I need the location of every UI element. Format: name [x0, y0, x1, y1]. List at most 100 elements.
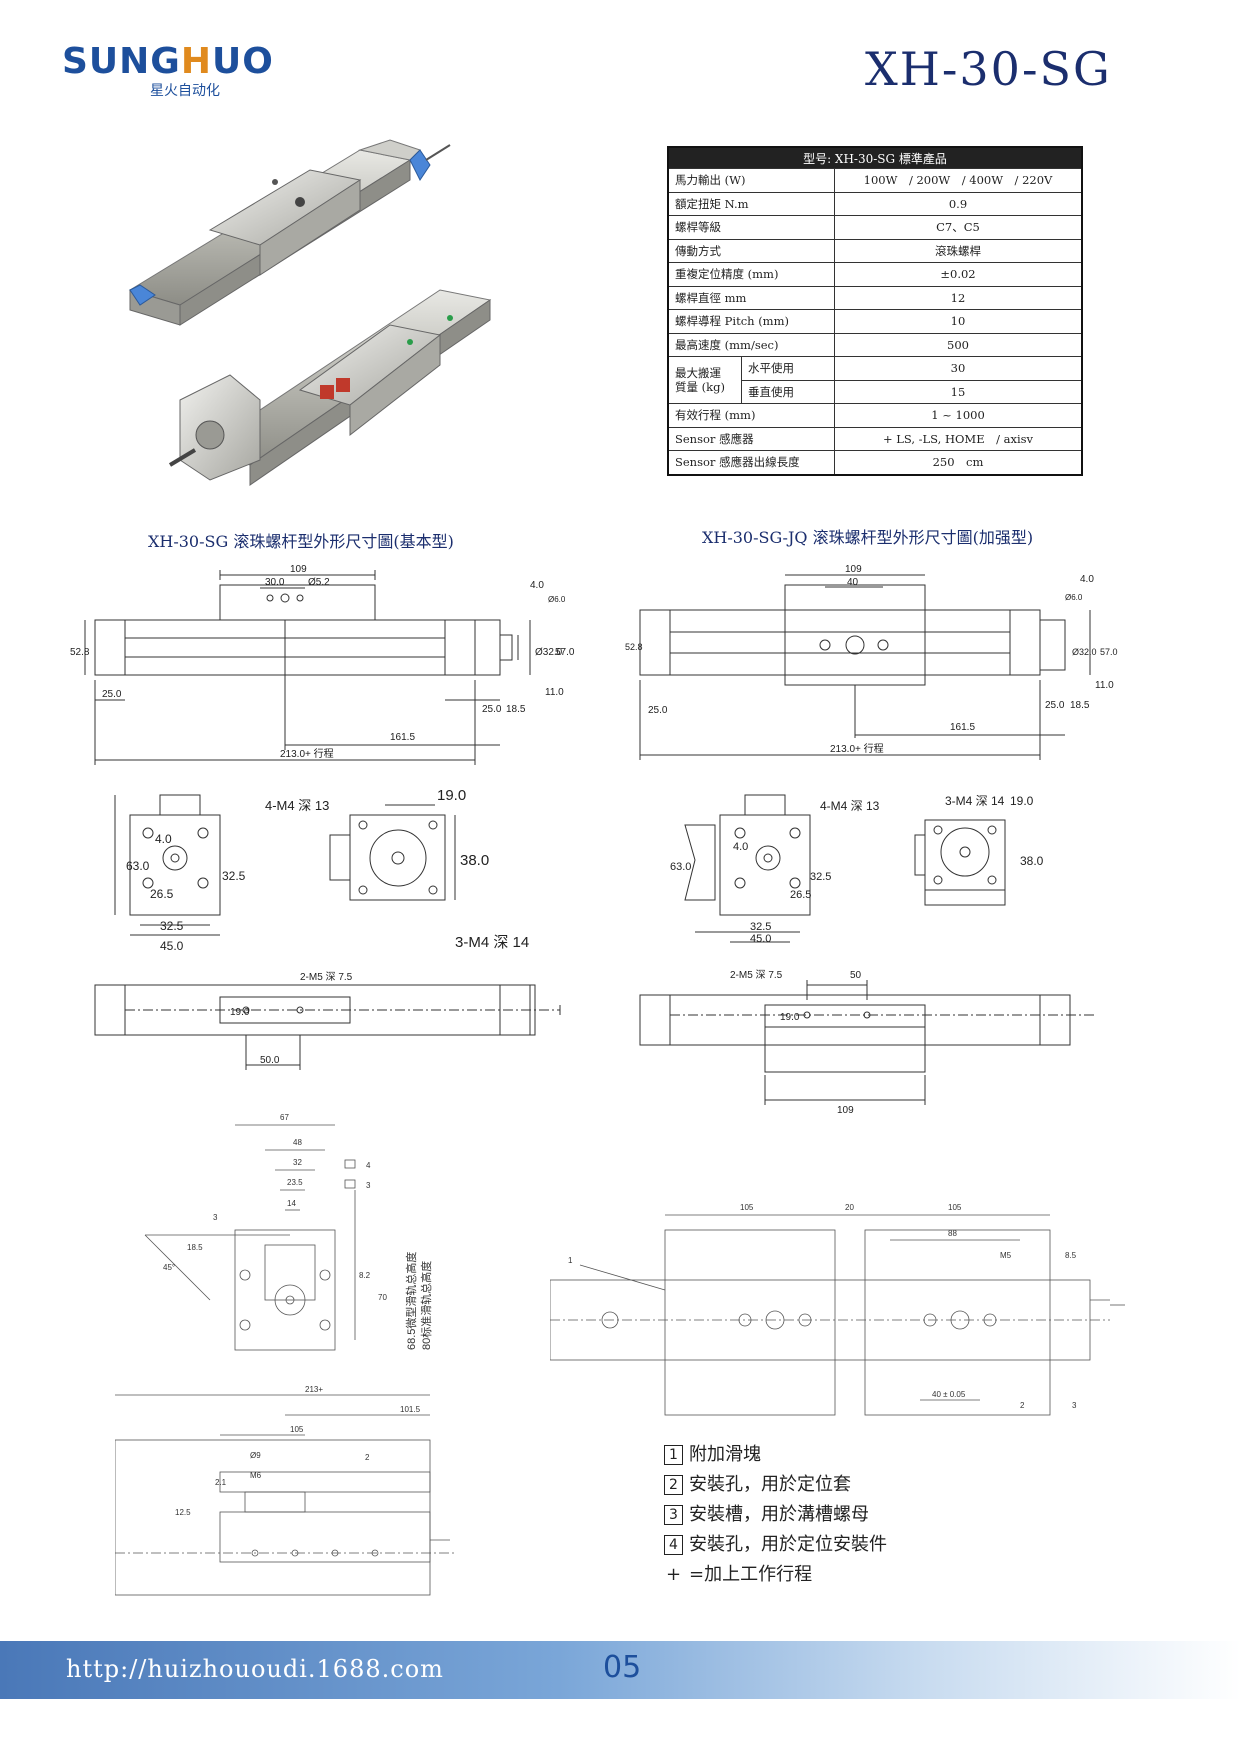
dim-label: 32.5	[160, 919, 184, 933]
dim-label: 3	[366, 1181, 371, 1190]
spec-label: 螺桿直徑 mm	[667, 285, 835, 310]
dim-label: 161.5	[950, 722, 975, 733]
spec-value: 12	[834, 285, 1083, 310]
dim-label: 88	[948, 1229, 957, 1238]
dim-label: 161.5	[390, 732, 415, 743]
dim-label: 50.0	[260, 1055, 280, 1066]
dim-label: 57.0	[1100, 647, 1118, 657]
dim-label: 4.0	[1080, 574, 1094, 585]
model-title: XH-30-SG	[865, 42, 1112, 96]
dim-label: 26.5	[150, 887, 174, 901]
dim-label: 213.0+ 行程	[830, 742, 884, 755]
dim-label: 25.0	[482, 704, 502, 715]
dim-label: 4	[366, 1161, 371, 1170]
dim-label: 213.0+ 行程	[280, 747, 334, 760]
footer-url[interactable]: http://huizhououdi.1688.com	[66, 1655, 444, 1683]
dim-label: 70	[378, 1293, 387, 1302]
dim-label: 63.0	[670, 861, 691, 873]
spec-value: 30	[834, 356, 1083, 381]
page-number: 05	[603, 1650, 642, 1685]
dim-label: 38.0	[1020, 854, 1044, 868]
legend-text: =加上工作行程	[689, 1564, 813, 1585]
enhanced-drawing-title: XH-30-SG-JQ 滚珠螺杆型外形尺寸圖(加强型)	[702, 528, 1034, 547]
dim-label: 109	[290, 564, 307, 575]
legend-item: +=加上工作行程	[664, 1560, 887, 1590]
dim-label: 4-M4 深 13	[820, 799, 880, 813]
dim-label: 67	[280, 1113, 289, 1122]
spec-table: 型号: XH-30-SG 標準產品 馬力輸出 (W)100W / 200W / …	[667, 146, 1083, 476]
dim-label: 25.0	[1045, 700, 1065, 711]
dim-label: 3-M4 深 14	[455, 934, 529, 951]
spec-value: 10	[834, 309, 1083, 334]
spec-sublabel: 水平使用	[741, 356, 835, 381]
dim-label: 213+	[305, 1385, 323, 1394]
spec-value: 100W / 200W / 400W / 220V	[834, 168, 1083, 193]
dim-label: Ø32.0	[535, 647, 563, 658]
dim-label: 4.0	[733, 841, 748, 853]
dim-label: 4.0	[530, 580, 544, 591]
dim-label: 25.0	[648, 705, 668, 716]
product-photo	[128, 139, 492, 486]
dim-label: 52.8	[625, 642, 643, 652]
spec-label: Sensor 感應器出線長度	[667, 450, 835, 475]
dim-label: 30.0	[265, 577, 285, 588]
dim-label: 40 ± 0.05	[932, 1390, 966, 1399]
dim-label: 19.0	[437, 787, 466, 804]
dim-label: 32	[293, 1158, 302, 1167]
dim-label: 14	[287, 1199, 296, 1208]
legend-text: 安裝孔，用於定位安裝件	[689, 1534, 887, 1555]
dim-label: 3-M4 深 14	[945, 794, 1005, 808]
spec-value: 15	[834, 379, 1083, 404]
spec-label: 最高速度 (mm/sec)	[667, 332, 835, 357]
spec-label: 額定扭矩 N.m	[667, 191, 835, 216]
spec-value: + LS, -LS, HOME / axisv	[834, 426, 1083, 451]
spec-label: 螺桿等級	[667, 215, 835, 240]
lower-left-drawings: 67 48 32 23.5 14 3 18.5 45° 8.2 70 68.5微…	[115, 1113, 455, 1596]
dim-label: 109	[837, 1105, 854, 1116]
dim-label: 45°	[163, 1263, 175, 1272]
dim-label: 101.5	[400, 1405, 421, 1414]
spec-label: 重複定位精度 (mm)	[667, 262, 835, 287]
lower-right-drawings: 105 20 105 88 M5 8.5 40 ± 0.05 1 2 3	[550, 1203, 1125, 1416]
spec-value: 滾珠螺桿	[834, 238, 1083, 263]
dim-label: 11.0	[545, 687, 564, 698]
dim-label: 50	[850, 970, 862, 981]
dim-label: 109	[845, 564, 862, 575]
spec-label: 螺桿導程 Pitch (mm)	[667, 309, 835, 334]
dim-label: 105	[290, 1425, 304, 1434]
legend-number: 2	[664, 1475, 683, 1495]
dim-label: Ø6.0	[1065, 593, 1083, 602]
basic-drawing-title: XH-30-SG 滚珠螺杆型外形尺寸圖(基本型)	[148, 532, 454, 551]
dim-label: 20	[845, 1203, 854, 1212]
spec-value: ±0.02	[834, 262, 1083, 287]
dim-label: 12.5	[175, 1508, 191, 1517]
dim-label: 19.0	[780, 1012, 800, 1023]
spec-label: 馬力輸出 (W)	[667, 168, 835, 193]
brand-logo: SUNGHUO 星火自动化	[62, 42, 273, 112]
spec-sublabel: 垂直使用	[741, 379, 835, 404]
dim-label: 4-M4 深 13	[265, 798, 329, 813]
dim-label: 8.2	[359, 1271, 371, 1280]
legend-number: 3	[664, 1505, 683, 1525]
dim-label: 32.5	[750, 921, 771, 933]
dim-label: 19.0	[230, 1007, 250, 1018]
dim-label: Ø32.0	[1072, 647, 1097, 657]
dim-label: 32.5	[222, 869, 246, 883]
dim-label: 40	[847, 577, 859, 588]
spec-label: 有效行程 (mm)	[667, 403, 835, 428]
dim-label: 18.5	[1070, 700, 1090, 711]
spec-table-title: 型号: XH-30-SG 標準產品	[667, 146, 1083, 169]
dim-label: 26.5	[790, 889, 811, 901]
dim-label: 80标准滑轨总高度	[419, 1261, 433, 1350]
dim-label: 25.0	[102, 689, 122, 700]
dim-label: 18.5	[506, 704, 526, 715]
dim-label: 52.8	[70, 647, 90, 658]
dim-label: M6	[250, 1471, 262, 1480]
dim-label: 19.0	[1010, 794, 1034, 808]
dim-label: 2.1	[215, 1478, 227, 1487]
enhanced-drawings: 109 40 4.0 Ø6.0 52.8 Ø32.0 57.0 11.0 25.…	[625, 564, 1118, 1116]
